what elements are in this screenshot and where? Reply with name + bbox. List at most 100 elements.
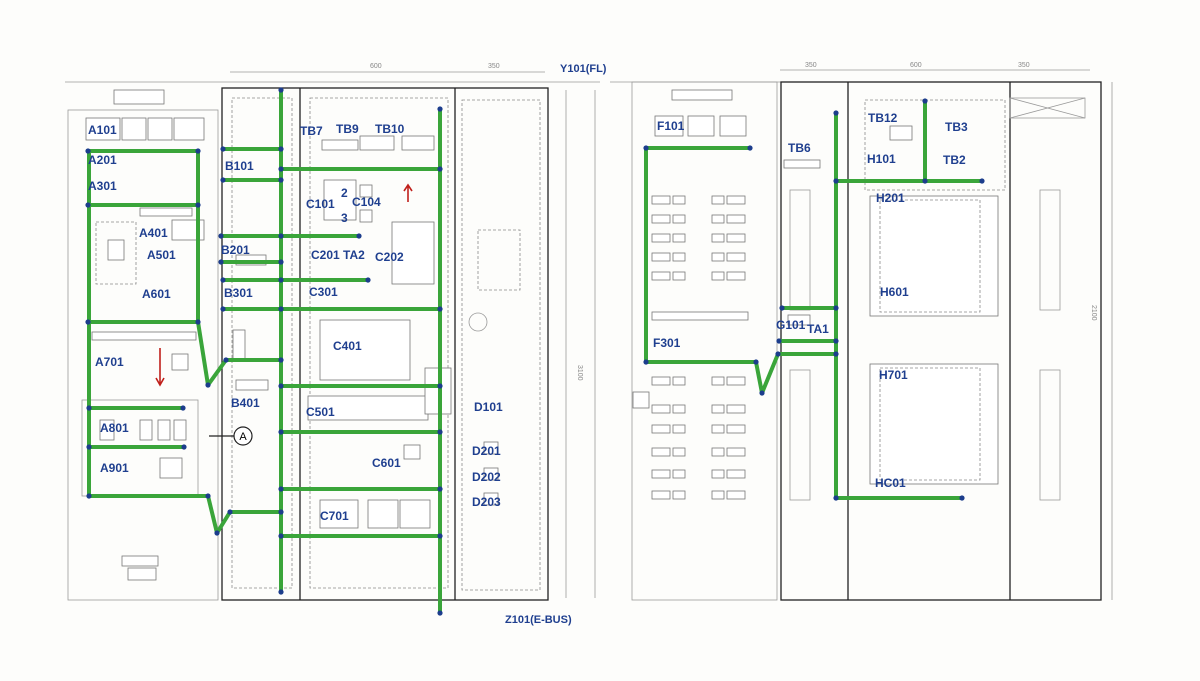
label-H101: H101 <box>867 152 896 166</box>
wire-junction-dot <box>747 145 753 151</box>
terminal-block <box>672 404 686 414</box>
wire-junction-dot <box>278 177 284 183</box>
wire-junction-dot <box>180 405 186 411</box>
label-TB9: TB9 <box>336 122 359 136</box>
arrow-up-icon <box>403 183 413 202</box>
wire-junction-dot <box>86 444 92 450</box>
wire-junction-dot <box>214 530 220 536</box>
label-TB2: TB2 <box>943 153 966 167</box>
wire-junction-dot <box>278 383 284 389</box>
label-TA1: TA1 <box>807 322 829 336</box>
wire-junction-dot <box>86 405 92 411</box>
label-C501: C501 <box>306 405 335 419</box>
label-A401: A401 <box>139 226 168 240</box>
terminal-block <box>651 376 671 386</box>
terminal-block <box>711 214 725 224</box>
label-F301: F301 <box>653 336 681 350</box>
terminal-block <box>726 271 746 281</box>
label-D202: D202 <box>472 470 501 484</box>
wire-junction-dot <box>833 351 839 357</box>
wire-junction-dot <box>85 202 91 208</box>
terminal-block <box>711 233 725 243</box>
terminal-block <box>726 490 746 500</box>
wire-junction-dot <box>278 306 284 312</box>
dim-label: 3100 <box>576 365 583 381</box>
terminal-block <box>651 447 671 457</box>
terminal-block <box>711 195 725 205</box>
label-TA2: TA2 <box>343 248 365 262</box>
label-A801: A801 <box>100 421 129 435</box>
terminal-block <box>672 252 686 262</box>
terminal-block <box>672 233 686 243</box>
terminal-block <box>672 447 686 457</box>
wire-junction-dot <box>643 359 649 365</box>
wire-junction-dot <box>437 533 443 539</box>
right-cabinet-outline <box>610 69 1113 601</box>
wire-junction-dot <box>278 166 284 172</box>
label-A201: A201 <box>88 153 117 167</box>
label-TB7: TB7 <box>300 124 323 138</box>
wire-junction-dot <box>365 277 371 283</box>
label-H601: H601 <box>880 285 909 299</box>
wire-junction-dot <box>86 493 92 499</box>
wire-junction-dot <box>437 106 443 112</box>
dim-label: 600 <box>910 62 922 69</box>
label-D101: D101 <box>474 400 503 414</box>
wire-junction-dot <box>278 146 284 152</box>
label-A501: A501 <box>147 248 176 262</box>
label-D203: D203 <box>472 495 501 509</box>
terminal-block <box>726 376 746 386</box>
wire-junction-dot <box>437 610 443 616</box>
terminal-block <box>651 252 671 262</box>
wire-junction-dot <box>218 259 224 265</box>
wire-junction-dot <box>205 493 211 499</box>
label-C701: C701 <box>320 509 349 523</box>
label-TB12: TB12 <box>868 111 898 125</box>
label-HC01: HC01 <box>875 476 906 490</box>
arrow-down-icon <box>155 348 165 387</box>
terminal-block <box>672 214 686 224</box>
dim-label: 600 <box>370 63 382 70</box>
wire-junction-dot <box>278 87 284 93</box>
label-G101: G101 <box>776 318 806 332</box>
wire-junction-dot <box>833 305 839 311</box>
wire-junction-dot <box>278 429 284 435</box>
label-H701: H701 <box>879 368 908 382</box>
title-z101: Z101(E-BUS) <box>505 614 572 626</box>
label-F101: F101 <box>657 119 685 133</box>
label-TB3: TB3 <box>945 120 968 134</box>
wire-junction-dot <box>278 357 284 363</box>
label-A101: A101 <box>88 123 117 137</box>
label-C104: C104 <box>352 195 381 209</box>
wire-junction-dot <box>218 233 224 239</box>
label-TB10: TB10 <box>375 122 405 136</box>
label-2: 2 <box>341 186 348 200</box>
terminal-block <box>726 252 746 262</box>
terminal-block <box>711 490 725 500</box>
wire-junction-dot <box>278 533 284 539</box>
wire-junction-dot <box>775 351 781 357</box>
terminal-block <box>726 214 746 224</box>
terminal-block <box>726 447 746 457</box>
dim-label: 350 <box>1018 62 1030 69</box>
title-y101: Y101(FL) <box>560 63 607 75</box>
wire-junction-dot <box>437 306 443 312</box>
terminal-block <box>711 469 725 479</box>
wire-junction-dot <box>278 589 284 595</box>
callout-label: A <box>239 431 247 443</box>
wire-junction-dot <box>205 382 211 388</box>
wire-junction-dot <box>979 178 985 184</box>
label-C601: C601 <box>372 456 401 470</box>
wire-junction-dot <box>220 177 226 183</box>
terminal-block <box>651 404 671 414</box>
wire-junction-dot <box>278 486 284 492</box>
wire-junction-dot <box>195 319 201 325</box>
label-A301: A301 <box>88 179 117 193</box>
label-A901: A901 <box>100 461 129 475</box>
green-wiring <box>87 90 982 613</box>
wire-junction-dot <box>195 202 201 208</box>
wire-junction-dot <box>437 429 443 435</box>
terminal-block <box>651 490 671 500</box>
terminal-block <box>711 404 725 414</box>
